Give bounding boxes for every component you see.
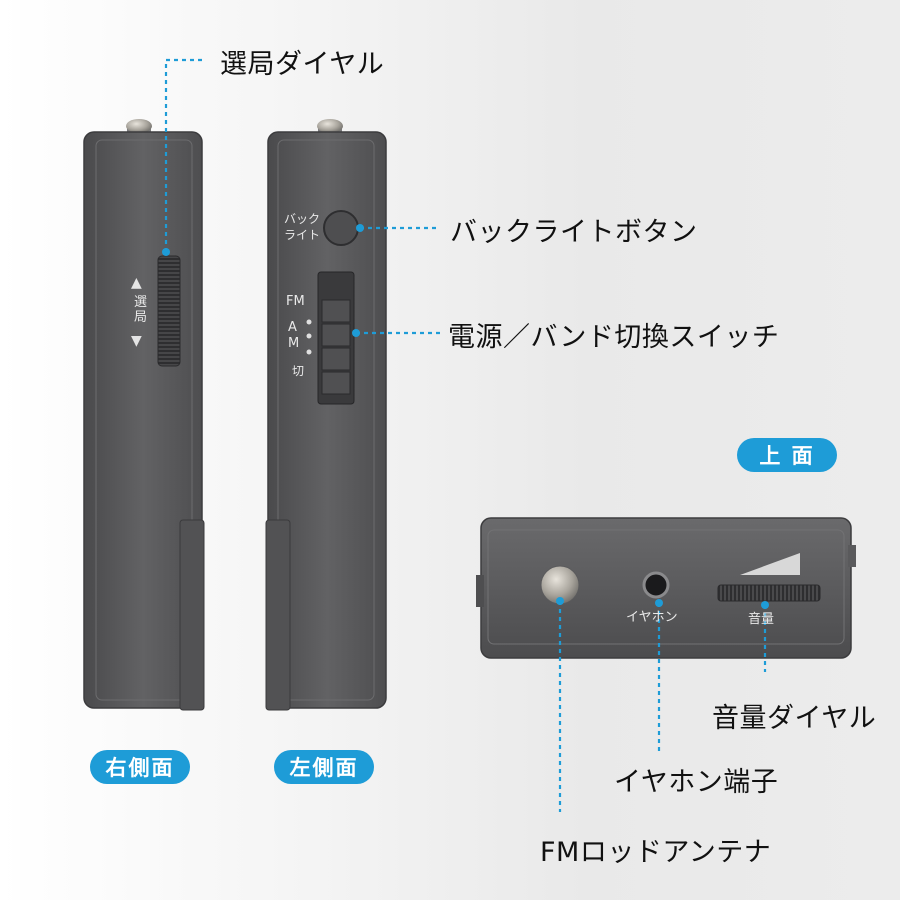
power-band-switch[interactable] bbox=[317, 271, 355, 405]
band-off-marking: 切 bbox=[292, 364, 305, 378]
volume-dial-knurl[interactable] bbox=[717, 584, 821, 602]
top-view-badge: 上 面 bbox=[737, 438, 837, 472]
left-side-view-badge: 左側面 bbox=[274, 750, 374, 784]
band-am-m-marking: M bbox=[288, 336, 300, 351]
top-view bbox=[476, 517, 856, 659]
tuning-dial-knurl[interactable] bbox=[157, 255, 181, 367]
device-body-left bbox=[267, 131, 387, 709]
backlight-marking-line2: ライト bbox=[284, 228, 321, 242]
band-fm-marking: FM bbox=[286, 294, 305, 309]
tuning-down-arrow-icon: ▼ bbox=[131, 333, 142, 349]
earphone-marking: イヤホン bbox=[626, 610, 678, 625]
band-am-a-marking: A bbox=[288, 320, 297, 335]
band-indicator-dots bbox=[306, 319, 312, 355]
tuning-up-arrow-icon: ▲ bbox=[131, 275, 142, 291]
volume-marking: 音量 bbox=[748, 612, 775, 627]
left-side-view bbox=[265, 119, 387, 711]
volume-dial-callout: 音量ダイヤル bbox=[712, 703, 877, 734]
backlight-marking-line1: バック bbox=[284, 212, 321, 226]
tuning-marking: 選局 bbox=[134, 295, 148, 325]
tuning-dial-callout: 選局ダイヤル bbox=[220, 49, 385, 80]
earphone-jack-callout: イヤホン端子 bbox=[614, 767, 779, 798]
backlight-button-callout: バックライトボタン bbox=[450, 217, 698, 248]
earphone-jack[interactable] bbox=[642, 571, 670, 599]
volume-level-icon bbox=[740, 553, 800, 575]
right-side-view-badge: 右側面 bbox=[90, 750, 190, 784]
fm-antenna-callout: FMロッドアンテナ bbox=[540, 837, 772, 868]
power-band-switch-callout: 電源／バンド切換スイッチ bbox=[448, 322, 780, 353]
right-side-view bbox=[83, 119, 205, 711]
backlight-button[interactable] bbox=[323, 210, 359, 246]
